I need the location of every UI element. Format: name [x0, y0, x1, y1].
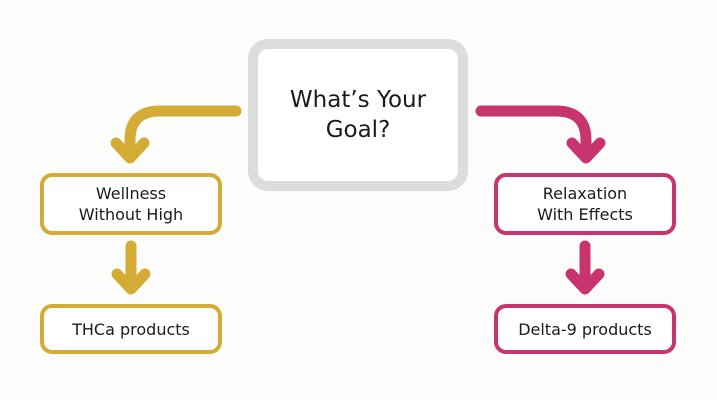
goal-question-label: What’s Your Goal?: [289, 87, 427, 143]
thca-products-node: THCa products: [40, 304, 222, 354]
delta9-products-node: Delta-9 products: [494, 304, 676, 354]
delta9-products-label: Delta-9 products: [518, 319, 652, 339]
arrow-down-icon: [565, 240, 605, 295]
thca-products-label: THCa products: [72, 319, 190, 339]
curved-arrow-left-icon: [110, 105, 242, 164]
wellness-goal-node: Wellness Without High: [40, 173, 222, 235]
wellness-goal-label: Wellness Without High: [78, 184, 184, 224]
relaxation-goal-node: Relaxation With Effects: [494, 173, 676, 235]
goal-question-node: What’s Your Goal?: [248, 39, 468, 191]
curved-arrow-right-icon: [475, 105, 606, 164]
arrow-down-icon: [111, 240, 151, 295]
relaxation-goal-label: Relaxation With Effects: [537, 184, 633, 224]
